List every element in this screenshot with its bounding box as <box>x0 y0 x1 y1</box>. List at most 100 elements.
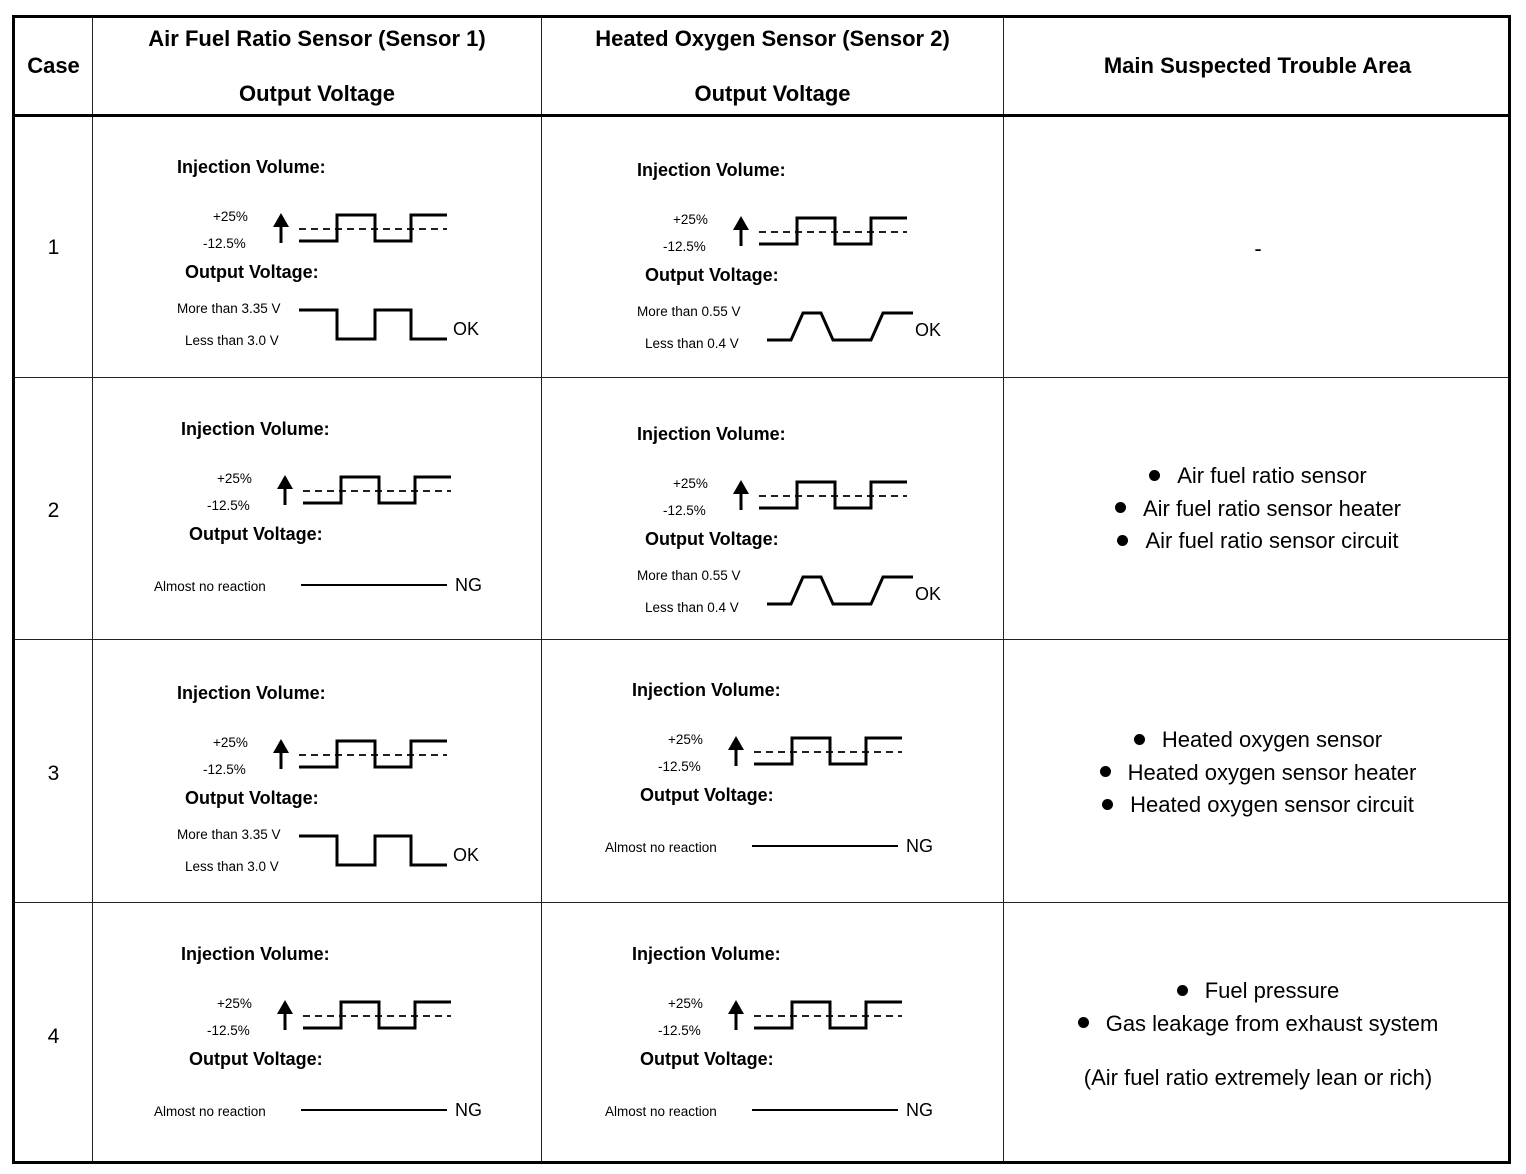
injection-waveform <box>299 213 447 243</box>
sensor2-waveform-case1: Injection Volume:+25%-12.5%Output Voltag… <box>595 136 955 356</box>
output-voltage-label: Output Voltage: <box>640 785 774 805</box>
low-voltage-label: Less than 0.4 V <box>645 336 739 351</box>
row-divider <box>15 639 1508 640</box>
status-ng: NG <box>906 1100 933 1120</box>
injection-minus-label: -12.5% <box>663 239 706 254</box>
header-sensor1: Air Fuel Ratio Sensor (Sensor 1) Output … <box>93 18 541 114</box>
sensor1-waveform-case2: Injection Volume:+25%-12.5%Output Voltag… <box>139 395 499 615</box>
injection-plus-label: +25% <box>668 732 703 747</box>
output-voltage-label: Output Voltage: <box>645 265 779 285</box>
bullet-icon <box>1149 469 1161 481</box>
sensor1-waveform-case1: Injection Volume: +25% -12.5% Output Voltag… <box>135 133 495 353</box>
bullet-icon <box>1077 1017 1089 1029</box>
trouble-item: Air fuel ratio sensor <box>1005 460 1511 493</box>
header-trouble-area: Main Suspected Trouble Area <box>1103 53 1412 78</box>
injection-volume-label: Injection Volume: <box>637 160 786 180</box>
case-number: 2 <box>47 499 60 522</box>
header-case: Case <box>27 53 80 78</box>
output-waveform <box>299 308 447 341</box>
injection-volume-label: Injection Volume: <box>181 944 330 964</box>
bullet-icon <box>1114 502 1126 514</box>
status-ng: NG <box>455 575 482 595</box>
trouble-area-case1: - <box>1005 233 1511 266</box>
injection-minus-label: -12.5% <box>658 1023 701 1038</box>
arrowhead-icon <box>277 1000 293 1014</box>
injection-minus-label: -12.5% <box>203 236 246 251</box>
arrowhead-icon <box>277 475 293 489</box>
output-voltage-label: Output Voltage: <box>640 1049 774 1069</box>
output-waveform <box>767 575 913 606</box>
injection-plus-label: +25% <box>217 996 252 1011</box>
trouble-item: Heated oxygen sensor circuit <box>1005 789 1511 822</box>
case-number: 3 <box>47 762 60 785</box>
arrowhead-icon <box>273 213 289 227</box>
trouble-dash: - <box>1254 236 1262 261</box>
injection-plus-label: +25% <box>673 476 708 491</box>
injection-plus-label: +25% <box>213 209 248 224</box>
header-sensor1-title: Air Fuel Ratio Sensor (Sensor 1) <box>148 26 486 51</box>
sensor1-waveform-case4: Injection Volume:+25%-12.5%Output Voltag… <box>139 920 499 1140</box>
status-ok: OK <box>915 320 941 340</box>
header-divider <box>15 114 1508 117</box>
injection-minus-label: -12.5% <box>207 498 250 513</box>
header-sensor2-title: Heated Oxygen Sensor (Sensor 2) <box>595 26 950 51</box>
status-ok: OK <box>453 319 479 339</box>
sensor2-waveform-case3: Injection Volume:+25%-12.5%Output Voltag… <box>590 656 950 876</box>
injection-waveform <box>299 739 447 769</box>
trouble-item: Gas leakage from exhaust system <box>1005 1008 1511 1041</box>
output-waveform <box>767 311 913 342</box>
injection-minus-label: -12.5% <box>203 762 246 777</box>
injection-waveform <box>754 736 902 766</box>
row-divider <box>15 902 1508 903</box>
high-voltage-label: More than 3.35 V <box>177 827 281 842</box>
column-divider <box>92 18 93 1161</box>
diagnostic-table: Case Air Fuel Ratio Sensor (Sensor 1) Ou… <box>12 15 1511 1164</box>
status-ok: OK <box>915 584 941 604</box>
output-voltage-label: Output Voltage: <box>189 524 323 544</box>
arrowhead-icon <box>728 736 744 750</box>
injection-minus-label: -12.5% <box>663 503 706 518</box>
injection-minus-label: -12.5% <box>658 759 701 774</box>
injection-waveform <box>759 216 907 246</box>
injection-minus-label: -12.5% <box>207 1023 250 1038</box>
injection-plus-label: +25% <box>213 735 248 750</box>
output-voltage-label: Output Voltage: <box>185 788 319 808</box>
header-sensor2: Heated Oxygen Sensor (Sensor 2) Output V… <box>542 18 1003 114</box>
header-sensor1-subtitle: Output Voltage <box>238 81 396 106</box>
case-number: 4 <box>47 1025 60 1048</box>
no-reaction-label: Almost no reaction <box>154 1104 266 1119</box>
injection-waveform <box>303 1000 451 1030</box>
sensor2-waveform-case2: Injection Volume:+25%-12.5%Output Voltag… <box>595 400 955 620</box>
row-divider <box>15 377 1508 378</box>
status-ng: NG <box>455 1100 482 1120</box>
arrowhead-icon <box>273 739 289 753</box>
injection-volume-label: Injection Volume: <box>632 944 781 964</box>
trouble-item: Heated oxygen sensor <box>1005 724 1511 757</box>
high-voltage-label: More than 0.55 V <box>637 568 741 583</box>
bullet-icon <box>1102 798 1114 810</box>
no-reaction-label: Almost no reaction <box>154 579 266 594</box>
trouble-item: Fuel pressure <box>1005 975 1511 1008</box>
arrowhead-icon <box>728 1000 744 1014</box>
injection-volume-label: Injection Volume: <box>177 157 326 177</box>
low-voltage-label: Less than 3.0 V <box>185 859 279 874</box>
no-reaction-label: Almost no reaction <box>605 1104 717 1119</box>
high-voltage-label: More than 0.55 V <box>637 304 741 319</box>
bullet-icon <box>1133 733 1145 745</box>
status-ng: NG <box>906 836 933 856</box>
trouble-area-case4: Fuel pressure Gas leakage from exhaust s… <box>1005 975 1511 1095</box>
low-voltage-label: Less than 3.0 V <box>185 333 279 348</box>
trouble-item: Air fuel ratio sensor circuit <box>1005 525 1511 558</box>
column-divider <box>1003 18 1004 1161</box>
bullet-icon <box>1176 984 1188 996</box>
trouble-note: (Air fuel ratio extremely lean or rich) <box>1083 1065 1433 1090</box>
sensor1-waveform-case3: Injection Volume:+25%-12.5%Output Voltag… <box>135 659 495 879</box>
output-voltage-label: Output Voltage: <box>185 262 319 282</box>
injection-waveform <box>759 480 907 510</box>
sensor2-waveform-case4: Injection Volume: +25% -12.5% Output Voltag… <box>590 920 950 1140</box>
injection-plus-label: +25% <box>668 996 703 1011</box>
trouble-item: Heated oxygen sensor heater <box>1005 757 1511 790</box>
trouble-area-case3: Heated oxygen sensor Heated oxygen senso… <box>1005 724 1511 822</box>
no-reaction-label: Almost no reaction <box>605 840 717 855</box>
arrowhead-icon <box>733 216 749 230</box>
